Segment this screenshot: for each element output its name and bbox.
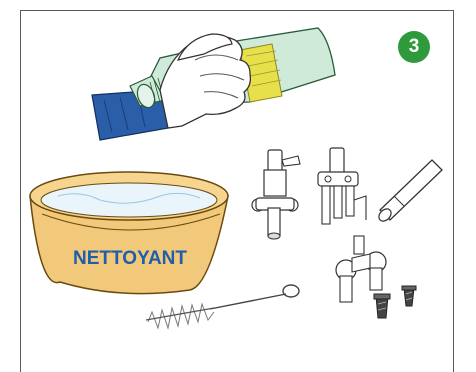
- screw-icon: [402, 286, 416, 306]
- tube-icon: [377, 160, 442, 223]
- burner-part-icon: [336, 236, 386, 302]
- step-number-badge: 3: [398, 31, 430, 63]
- basin-icon: NETTOYANT: [30, 172, 228, 294]
- basin-label: NETTOYANT: [73, 248, 187, 269]
- burner-part-icon: [252, 150, 300, 239]
- hand-pouring-bottle-icon: [92, 28, 335, 140]
- burner-part-icon: [318, 148, 366, 224]
- screw-icon: [374, 294, 390, 318]
